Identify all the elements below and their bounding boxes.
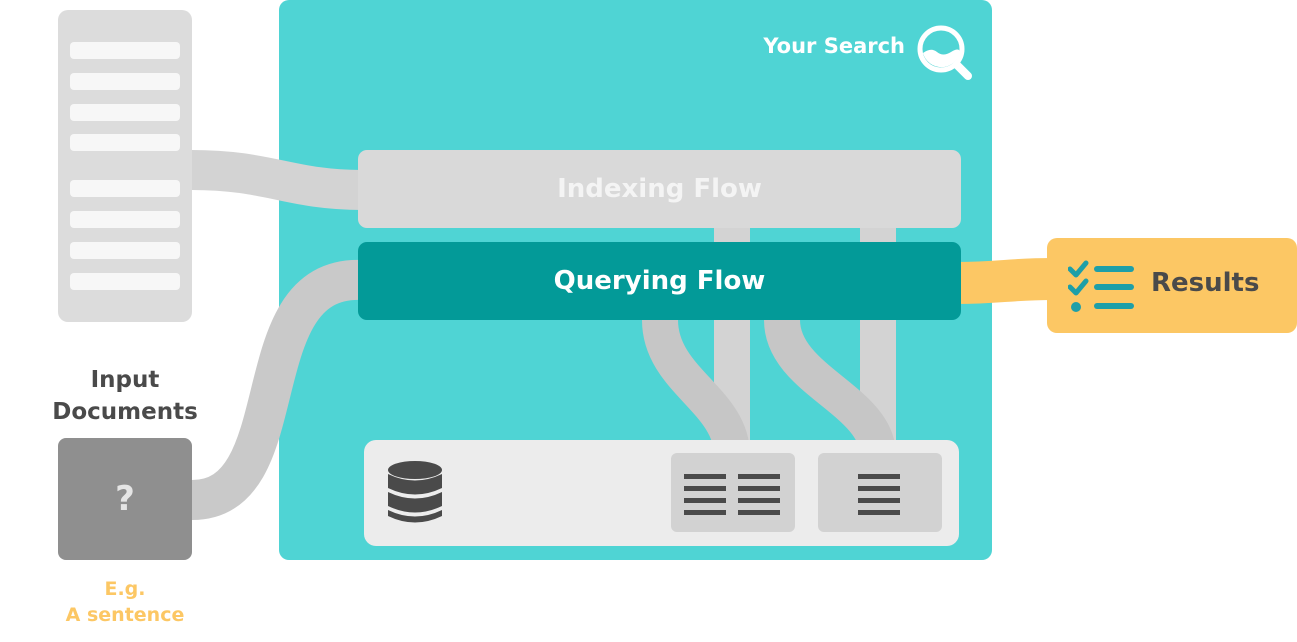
input-documents-line1: Input bbox=[90, 367, 160, 393]
query-to-querying-connector bbox=[190, 260, 363, 520]
example-label: E.g. A sentence bbox=[20, 576, 230, 628]
results-box bbox=[1047, 238, 1297, 333]
documents-to-indexing-connector bbox=[191, 150, 363, 210]
document-line bbox=[70, 211, 180, 228]
storage-shard bbox=[671, 453, 795, 532]
document-line bbox=[70, 73, 180, 90]
document-stack bbox=[58, 10, 192, 322]
checklist-icon bbox=[1068, 260, 1134, 312]
indexing-flow: Indexing Flow bbox=[358, 150, 961, 228]
index-lines-icon bbox=[858, 474, 900, 515]
indexing-flow-label: Indexing Flow bbox=[557, 174, 762, 204]
results-label: Results bbox=[1151, 268, 1260, 298]
example-line2: A sentence bbox=[65, 604, 185, 626]
document-line bbox=[70, 242, 180, 259]
document-line bbox=[70, 180, 180, 197]
document-line bbox=[70, 134, 180, 151]
index-lines-icon bbox=[684, 474, 780, 515]
storage-shard bbox=[818, 453, 942, 532]
document-line bbox=[70, 104, 180, 121]
input-documents-label: Input Documents bbox=[20, 364, 230, 428]
querying-to-storage-connector bbox=[764, 318, 896, 457]
question-mark: ? bbox=[115, 479, 135, 519]
querying-flow-label: Querying Flow bbox=[553, 266, 766, 296]
document-line bbox=[70, 273, 180, 290]
database-icon bbox=[388, 461, 442, 523]
document-line bbox=[70, 42, 180, 59]
search-title: Your Search bbox=[763, 34, 905, 58]
input-documents-line2: Documents bbox=[52, 399, 198, 425]
query-document: ? bbox=[58, 438, 192, 560]
magnifier-icon bbox=[917, 25, 972, 80]
example-line1: E.g. bbox=[104, 578, 146, 600]
querying-to-storage-connector bbox=[642, 318, 750, 457]
querying-to-results-connector bbox=[954, 258, 1053, 304]
querying-flow: Querying Flow bbox=[358, 242, 961, 320]
